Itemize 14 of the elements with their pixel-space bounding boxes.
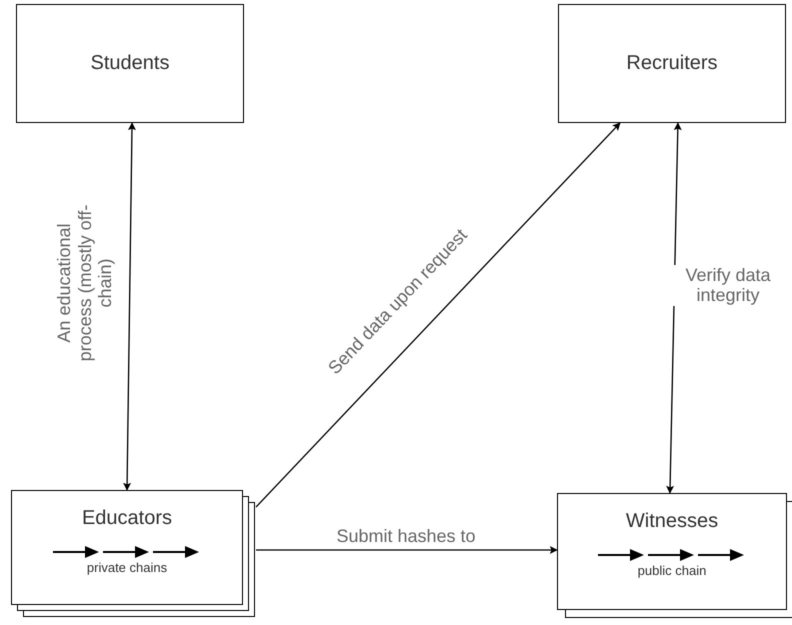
process-box <box>557 493 787 610</box>
arrow <box>256 122 621 508</box>
arrow <box>123 122 136 491</box>
arrow <box>666 122 682 494</box>
node-caption: public chain <box>638 563 706 578</box>
arrow <box>256 546 558 554</box>
node-title: Witnesses <box>626 510 718 533</box>
node-title: Students <box>90 52 170 75</box>
process-box <box>11 490 243 605</box>
node-title: Educators <box>82 507 172 530</box>
process-box <box>16 4 244 123</box>
process-box <box>558 4 786 123</box>
node-caption: private chains <box>86 560 168 575</box>
node-title: Recruiters <box>626 52 718 75</box>
